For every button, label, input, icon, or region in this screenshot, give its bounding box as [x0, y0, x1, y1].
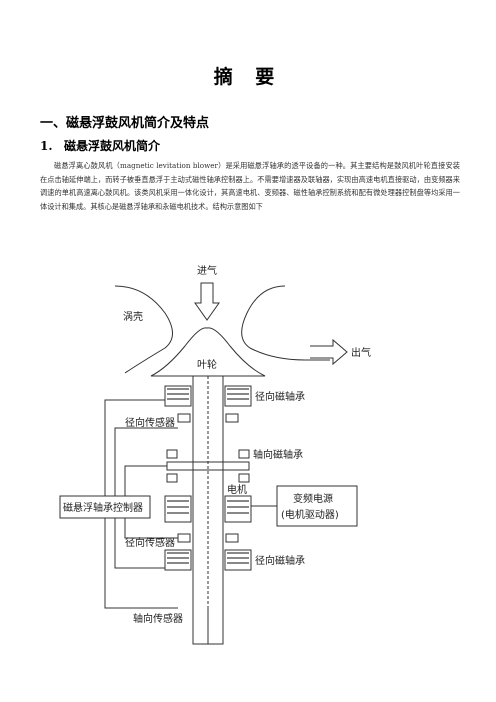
label-axial-bearing: 轴向磁轴承 [253, 448, 303, 461]
label-radial-bearing-top: 径向磁轴承 [255, 390, 305, 403]
radial-bearing-bottom-right [224, 549, 252, 571]
label-radial-sensor-top: 径向传感器 [125, 416, 175, 429]
label-volute: 涡壳 [123, 310, 143, 323]
motor-stator-right [224, 495, 252, 523]
motor-stator-left [164, 495, 192, 523]
page-title: 摘 要 [213, 66, 283, 88]
label-inlet: 进气 [197, 264, 217, 277]
label-vfd: 变频电源 [293, 492, 333, 505]
structure-diagram-svg: 进气 涡壳 叶轮 出气 径向磁轴承 径向传感器 轴向磁轴承 磁悬浮轴承控制器 变… [59, 264, 371, 645]
radial-bearing-top-right [224, 385, 252, 407]
label-radial-sensor-bottom: 径向传感器 [125, 536, 175, 549]
radial-bearing-top-left [164, 385, 192, 407]
outlet-arrow [310, 338, 348, 366]
inlet-arrow [194, 282, 220, 321]
label-axial-sensor: 轴向传感器 [133, 612, 183, 625]
section-heading: 一、磁悬浮鼓风机简介及特点 [40, 116, 210, 131]
subsection-number: 1. [40, 139, 53, 153]
label-outlet: 出气 [351, 346, 371, 359]
radial-bearing-bottom-left [164, 549, 192, 571]
label-radial-bearing-bottom: 径向磁轴承 [255, 554, 305, 567]
subsection-title: 磁悬浮鼓风机简介 [64, 139, 161, 153]
intro-paragraph: 磁悬浮离心鼓风机（magnetic levitation blower）是采用磁… [40, 161, 460, 211]
label-impeller: 叶轮 [197, 358, 217, 371]
volute-right [241, 285, 330, 361]
impeller-shape [150, 327, 266, 377]
volute-left [114, 285, 173, 374]
label-controller: 磁悬浮轴承控制器 [63, 501, 143, 514]
subsection-heading: 1. 磁悬浮鼓风机简介 [40, 137, 160, 154]
structure-diagram: 进气 涡壳 叶轮 出气 径向磁轴承 径向传感器 轴向磁轴承 磁悬浮轴承控制器 变… [55, 228, 415, 688]
label-vfd-sub: (电机驱动器) [281, 508, 339, 521]
label-motor: 电机 [227, 483, 247, 496]
